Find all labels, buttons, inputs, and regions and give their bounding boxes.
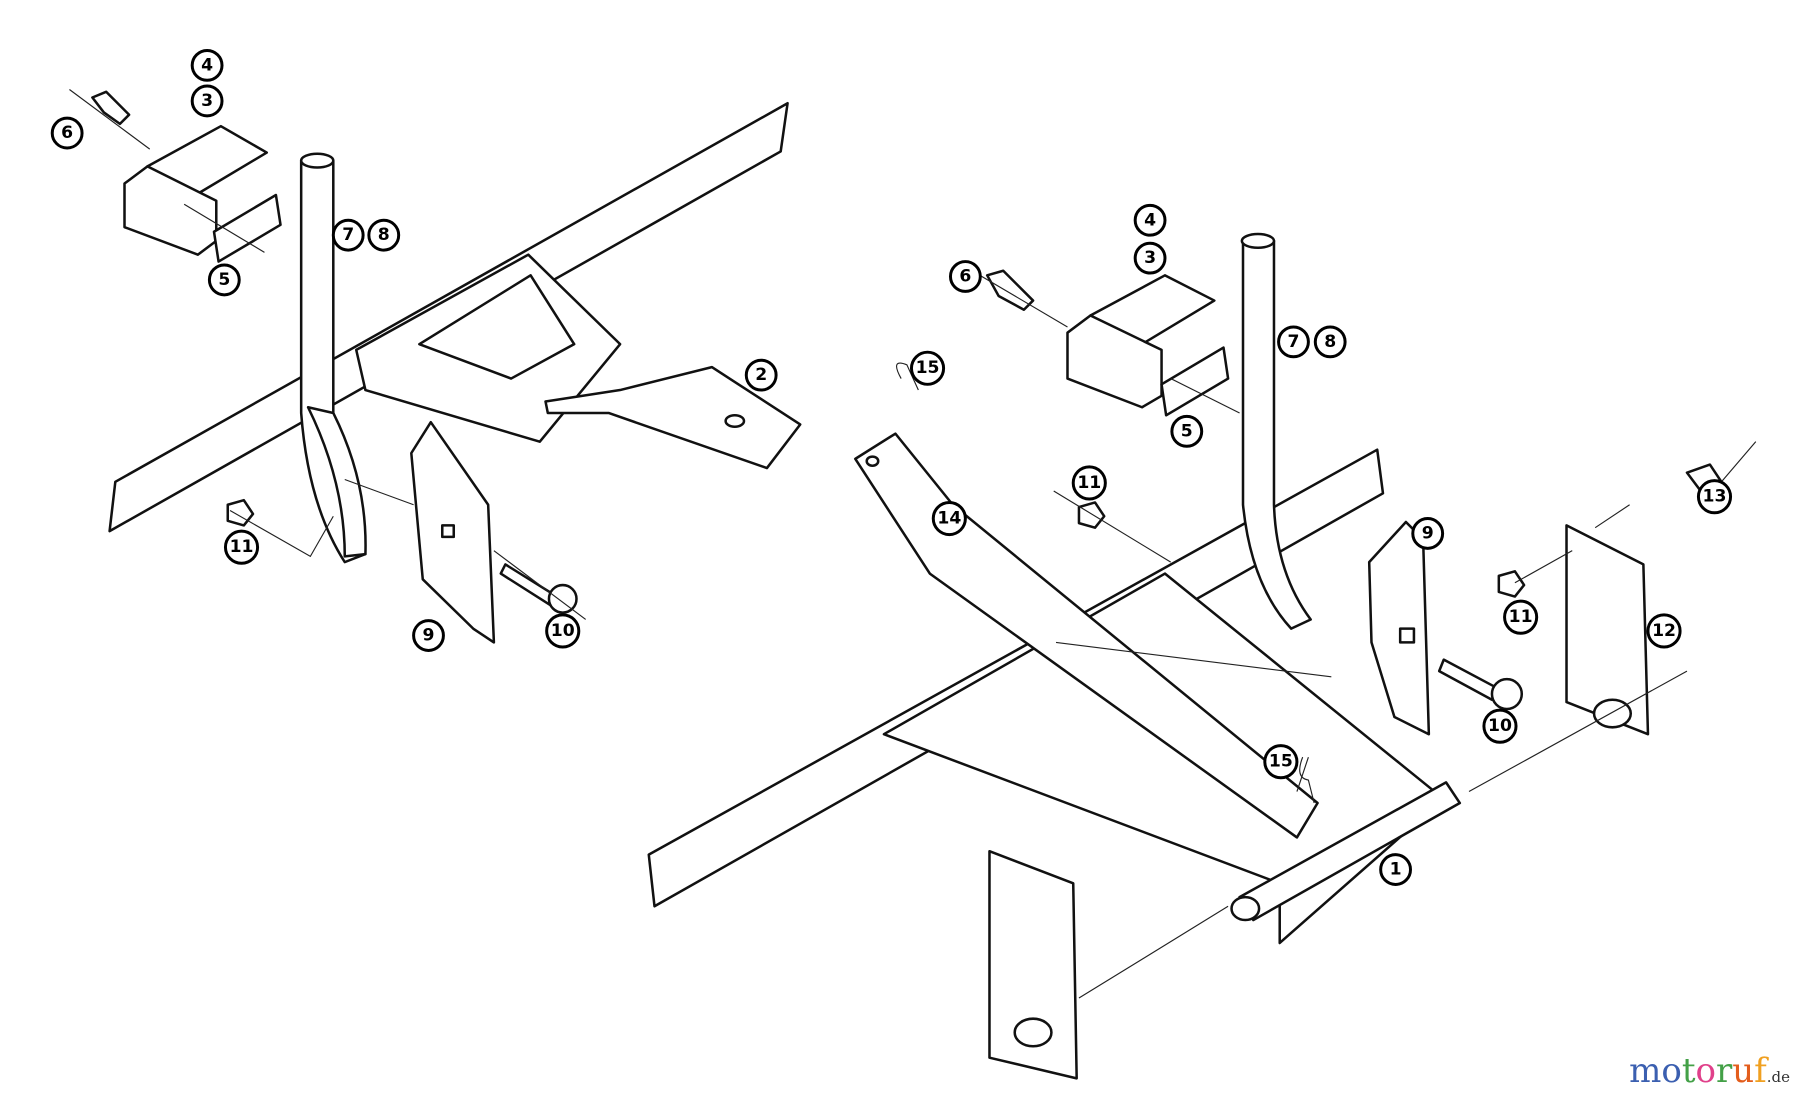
right-sweep-hole — [1398, 627, 1416, 644]
right-bolt — [1437, 658, 1499, 702]
callout-right-6: 6 — [948, 260, 982, 293]
watermark-letter: t — [1681, 1051, 1696, 1091]
callout-right-14: 14 — [931, 500, 967, 537]
watermark-logo: motoruf.de — [1629, 1051, 1790, 1091]
plate-hole — [1592, 698, 1633, 729]
svg-text:11: 11 — [230, 537, 254, 557]
svg-text:6: 6 — [61, 123, 73, 143]
watermark-letter: u — [1732, 1051, 1755, 1091]
right-hitch-plate-12 — [1565, 524, 1650, 736]
svg-text:10: 10 — [551, 621, 575, 641]
svg-text:7: 7 — [342, 225, 354, 245]
svg-text:9: 9 — [1422, 523, 1434, 543]
left-assembly — [69, 89, 802, 644]
watermark-letter: r — [1715, 1051, 1733, 1091]
right-sweep — [1367, 520, 1431, 736]
svg-text:11: 11 — [1077, 473, 1101, 493]
svg-text:8: 8 — [378, 225, 390, 245]
callout-left-9: 9 — [412, 619, 445, 652]
callout-right-4: 4 — [1133, 203, 1167, 237]
left-shank-top — [299, 152, 335, 169]
callout-left-2: 2 — [744, 358, 778, 392]
left-clamp-plate — [212, 193, 282, 263]
callout-left-7: 7 — [331, 218, 365, 252]
svg-text:8: 8 — [1324, 332, 1336, 352]
callout-right-11a: 11 — [1071, 465, 1107, 501]
watermark-letter: o — [1661, 1051, 1682, 1091]
left-hitch-opening — [418, 274, 576, 380]
hair-pin-1 — [896, 362, 919, 391]
right-nut-1 — [1077, 501, 1106, 529]
callout-left-11: 11 — [223, 529, 260, 565]
callout-left-8: 8 — [367, 218, 401, 252]
left-clamp-body — [123, 165, 218, 256]
svg-text:13: 13 — [1703, 487, 1727, 507]
callout-left-10: 10 — [545, 613, 581, 649]
right-bolt-head — [1490, 677, 1524, 711]
svg-text:3: 3 — [201, 91, 213, 111]
svg-text:15: 15 — [916, 358, 940, 378]
callout-left-6: 6 — [50, 116, 84, 150]
callout-right-13: 13 — [1696, 479, 1733, 515]
watermark-tld: .de — [1766, 1068, 1790, 1086]
svg-text:4: 4 — [1144, 210, 1156, 230]
svg-text:5: 5 — [218, 270, 230, 290]
right-hitch-frame — [882, 572, 1436, 945]
hair-pin-2 — [1299, 756, 1315, 804]
left-sweep-hole — [441, 524, 456, 539]
watermark-letter: o — [1695, 1051, 1716, 1091]
arm-hole — [865, 455, 880, 468]
left-nut — [226, 498, 255, 527]
callout-right-10: 10 — [1482, 708, 1518, 744]
svg-text:10: 10 — [1488, 716, 1512, 736]
svg-text:14: 14 — [937, 509, 961, 529]
callout-right-15a: 15 — [909, 350, 946, 386]
svg-text:7: 7 — [1287, 332, 1299, 352]
svg-text:12: 12 — [1652, 621, 1676, 641]
callout-right-1: 1 — [1379, 853, 1412, 886]
svg-text:5: 5 — [1181, 421, 1193, 441]
lower-hitch-plate — [988, 849, 1078, 1080]
svg-text:15: 15 — [1269, 752, 1293, 772]
callout-left-3: 3 — [190, 84, 224, 118]
svg-text:3: 3 — [1144, 248, 1156, 268]
svg-text:2: 2 — [755, 365, 767, 385]
right-assembly — [647, 232, 1757, 1080]
right-lift-arm — [853, 432, 1319, 839]
svg-text:4: 4 — [201, 55, 213, 75]
left-hitch-tab — [544, 365, 802, 470]
callout-right-5: 5 — [1170, 414, 1204, 448]
callout-right-12: 12 — [1646, 613, 1682, 649]
callout-right-9: 9 — [1411, 517, 1445, 550]
svg-text:11: 11 — [1509, 607, 1533, 627]
right-nut-2 — [1497, 570, 1526, 598]
left-cap-screw — [91, 90, 131, 126]
right-clamp-plate — [1160, 346, 1230, 417]
watermark-brand: motoruf — [1629, 1051, 1767, 1091]
right-cap-screw — [985, 269, 1035, 312]
svg-text:1: 1 — [1390, 860, 1402, 880]
pin-end — [1230, 895, 1261, 922]
callout-right-11b: 11 — [1503, 599, 1539, 635]
left-bolt-head — [547, 583, 578, 614]
lower-plate-hole — [1013, 1017, 1053, 1048]
left-shank-foot — [306, 405, 367, 558]
right-shank — [1241, 239, 1312, 630]
callout-labels: 4 3 6 7 8 5 2 11 9 10 4 3 6 7 8 15 5 11 … — [50, 48, 1733, 886]
right-clamp-body — [1066, 314, 1163, 409]
callout-left-4: 4 — [190, 48, 224, 82]
watermark-letter: f — [1754, 1051, 1767, 1091]
svg-text:9: 9 — [423, 626, 435, 646]
callout-left-5: 5 — [207, 263, 241, 297]
callout-right-15b: 15 — [1263, 744, 1299, 780]
svg-text:6: 6 — [959, 266, 971, 286]
callout-right-3: 3 — [1133, 241, 1167, 275]
watermark-letter: m — [1629, 1051, 1662, 1091]
callout-right-8: 8 — [1313, 325, 1347, 359]
callout-right-7: 7 — [1277, 325, 1310, 359]
left-tab-hole — [724, 414, 746, 429]
right-shank-top — [1240, 232, 1276, 250]
